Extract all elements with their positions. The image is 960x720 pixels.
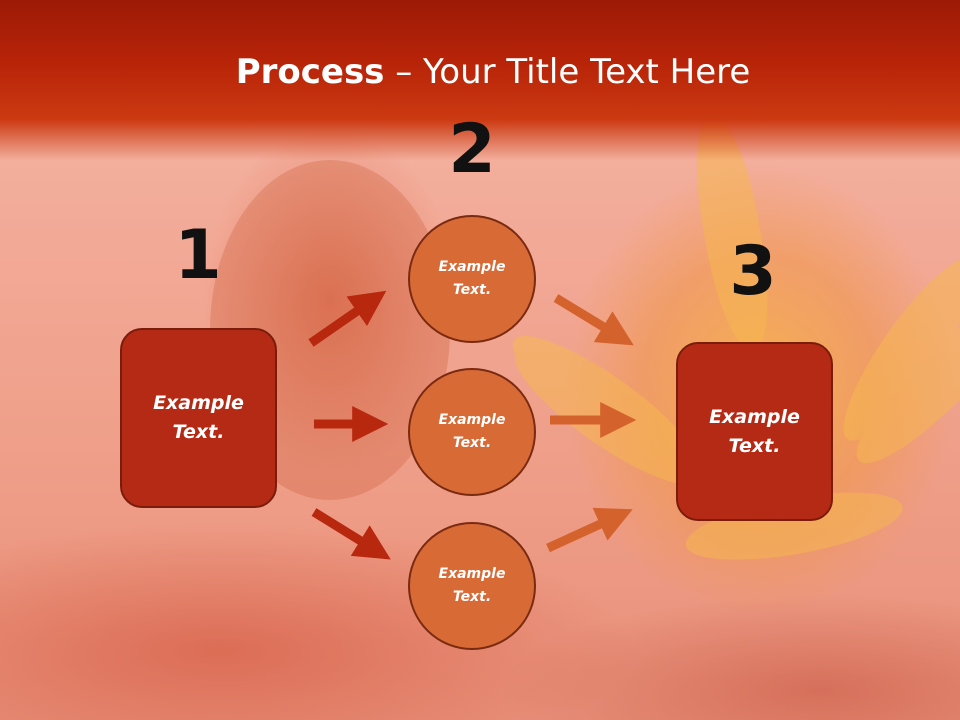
arrow-top-to-end: [553, 294, 634, 346]
title-bold: Process: [235, 52, 385, 92]
step-number-1: 1: [174, 216, 222, 295]
process-circle-middle: Example Text.: [408, 368, 536, 496]
process-circle-top: Example Text.: [408, 215, 536, 343]
circle-top-line1: Example: [438, 259, 506, 275]
start-box-line2: Text.: [172, 421, 225, 443]
circle-bottom-line1: Example: [438, 566, 506, 582]
arrow-bottom-to-end: [546, 507, 633, 553]
arrow-to-bottom-circle: [311, 508, 391, 560]
process-circle-bottom: Example Text.: [408, 522, 536, 650]
slide-title: Process – Your Title Text Here: [0, 52, 960, 92]
end-box: Example Text.: [676, 342, 833, 521]
end-box-line2: Text.: [728, 434, 781, 457]
arrow-to-top-circle: [308, 290, 387, 347]
step-number-2: 2: [448, 110, 496, 189]
title-rest: – Your Title Text Here: [384, 52, 751, 92]
start-box: Example Text.: [120, 328, 277, 508]
start-box-line1: Example: [153, 392, 244, 414]
end-box-line1: Example: [709, 405, 800, 428]
title-bar: [0, 0, 960, 160]
circle-top-line2: Text.: [452, 282, 492, 298]
circle-middle-line2: Text.: [452, 435, 492, 451]
step-number-3: 3: [729, 232, 777, 311]
circle-middle-line1: Example: [438, 412, 506, 428]
circle-bottom-line2: Text.: [452, 589, 492, 605]
